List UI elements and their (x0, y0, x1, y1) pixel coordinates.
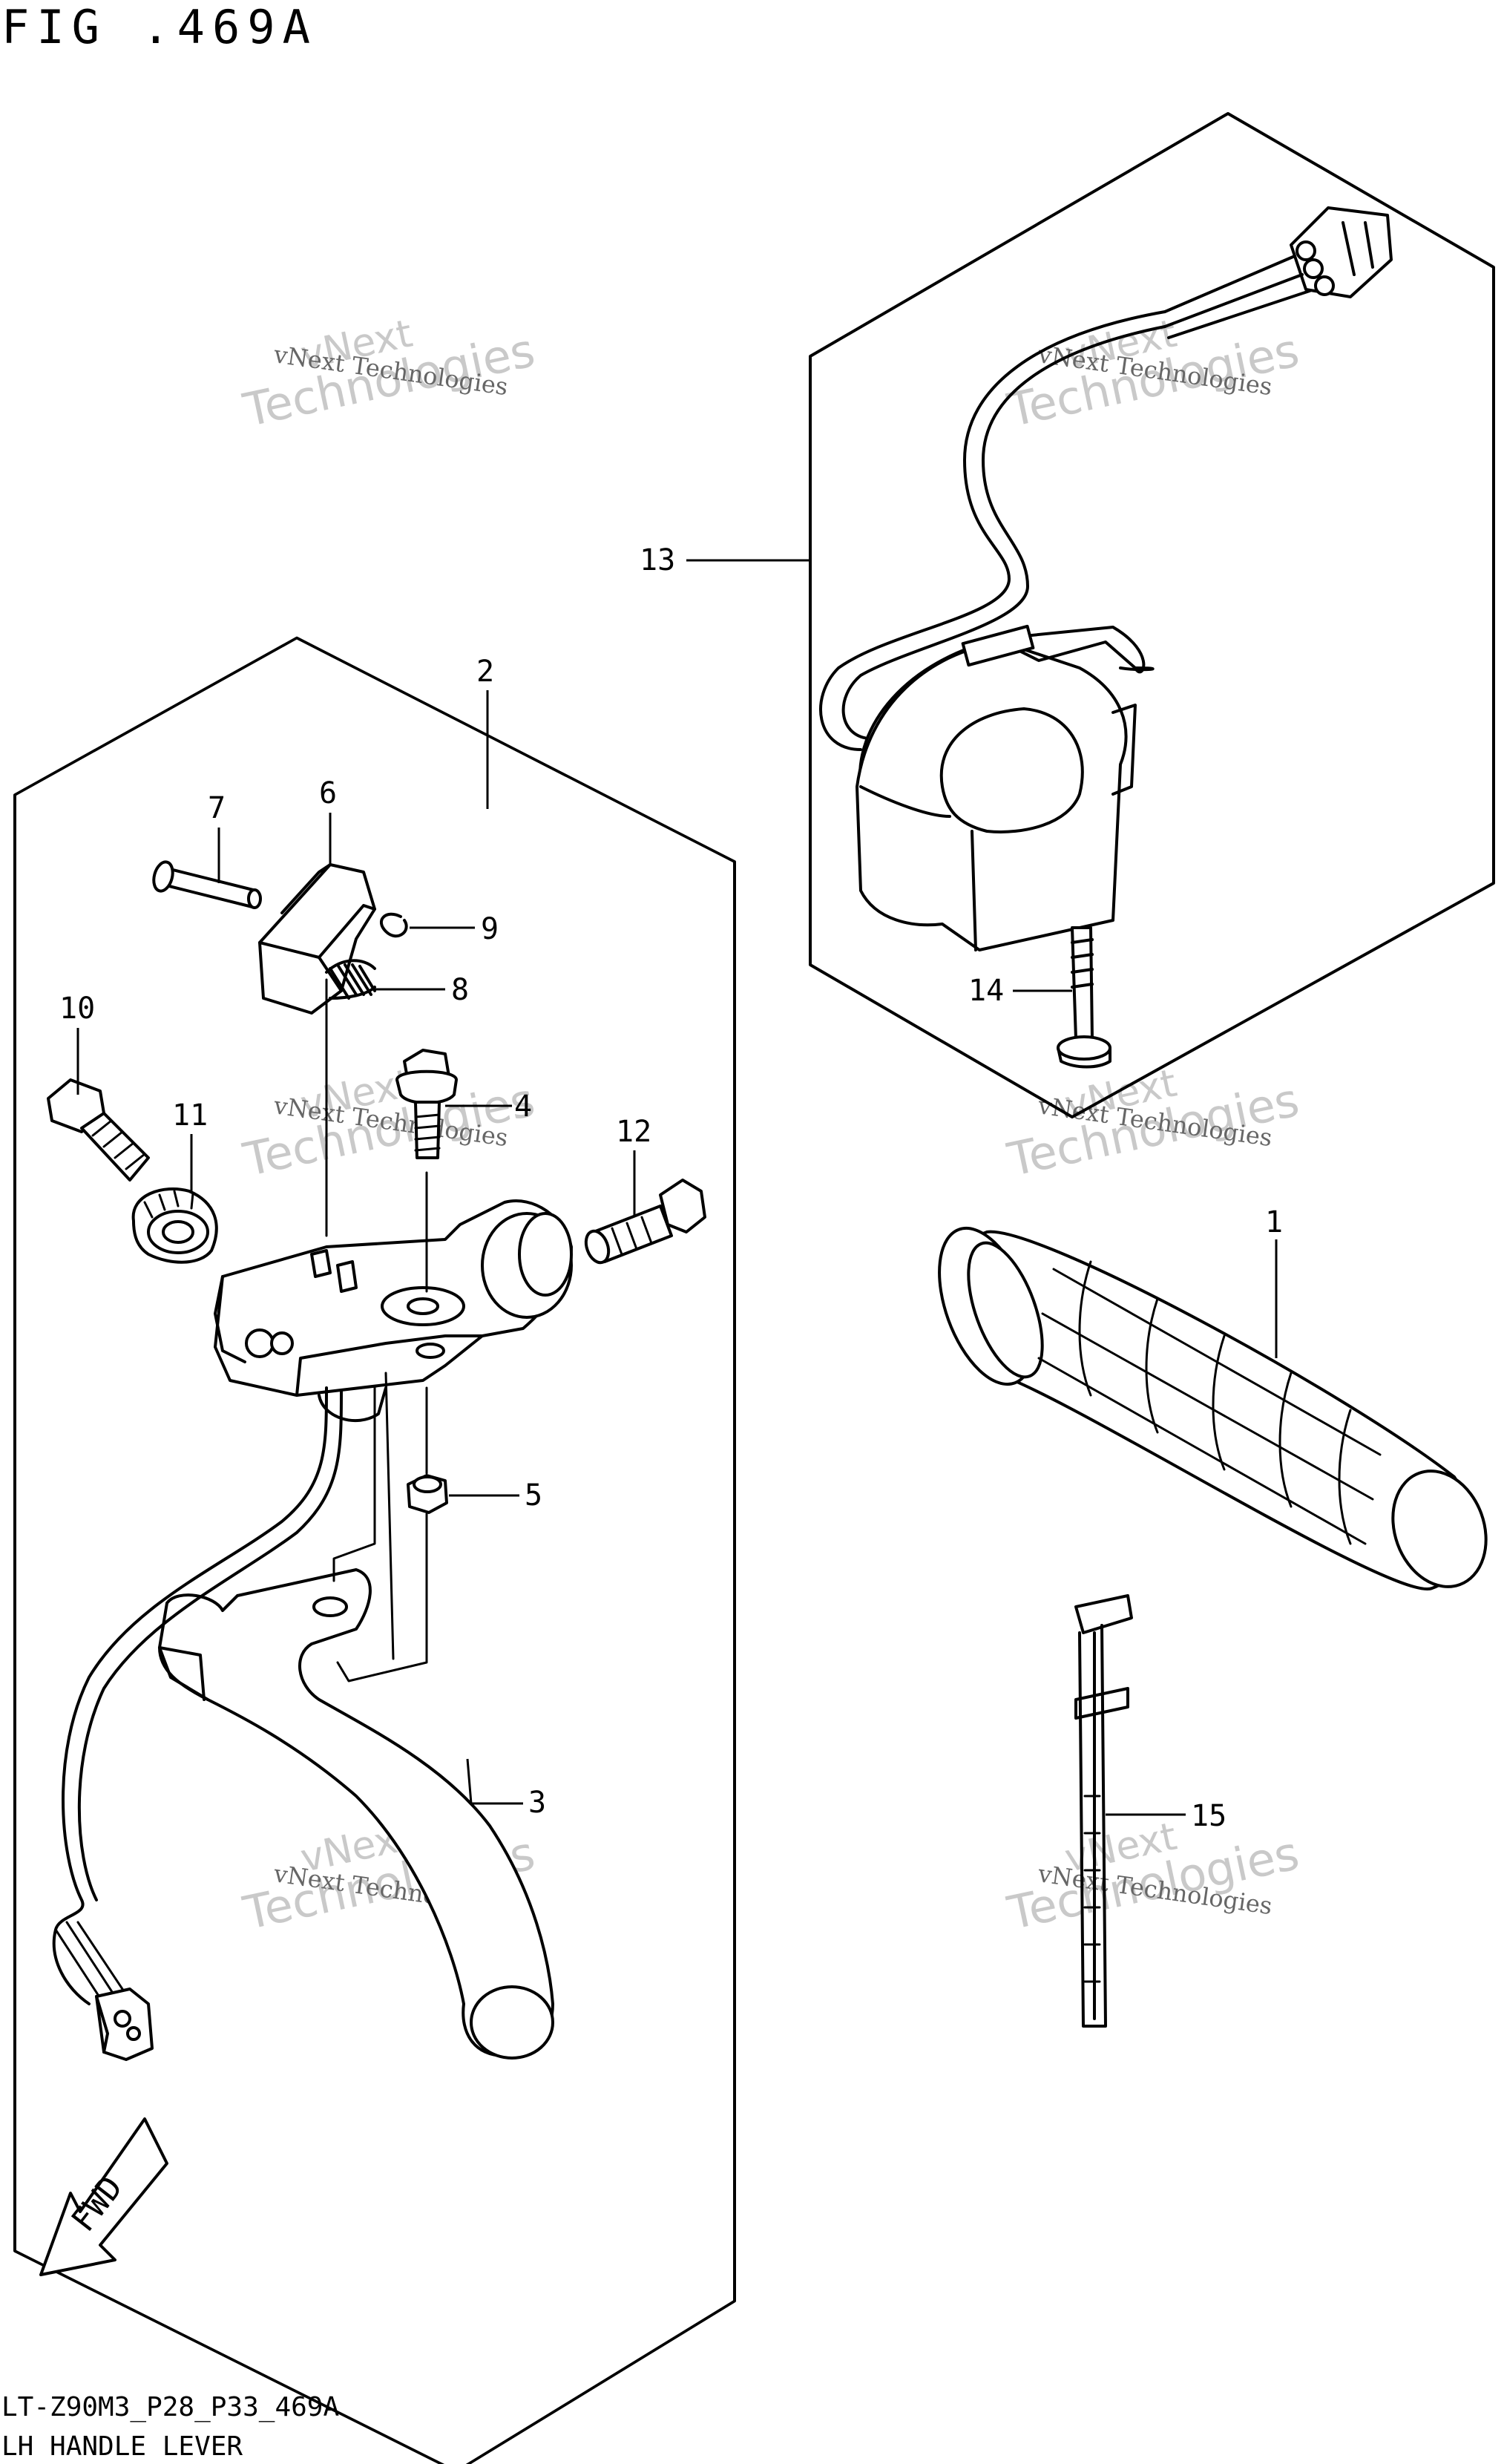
svg-text:7: 7 (208, 791, 226, 825)
clamp-bolt-12 (584, 1179, 706, 1265)
svg-text:9: 9 (481, 912, 499, 946)
svg-text:1: 1 (1265, 1205, 1283, 1239)
callout-14: 14 (968, 974, 1072, 1008)
callout-12: 12 (616, 1115, 651, 1217)
svg-text:13: 13 (640, 543, 675, 577)
callout-4: 4 (445, 1090, 532, 1124)
svg-text:4: 4 (514, 1090, 532, 1124)
callout-13: 13 (640, 543, 810, 577)
svg-text:14: 14 (968, 974, 1004, 1008)
svg-text:11: 11 (172, 1098, 208, 1133)
callout-2: 2 (476, 655, 494, 809)
callout-8: 8 (375, 973, 469, 1007)
clip-9 (380, 912, 408, 938)
handle-grip (938, 1226, 1488, 1590)
handlebar-switch (819, 206, 1393, 951)
clutch-lever-3 (158, 1568, 554, 2060)
assembly-line-adjuster (384, 1372, 395, 1660)
assembly-line-bolt (336, 1171, 428, 1682)
figure-title: FIG .469A (1, 0, 318, 54)
assembly-line-pivot (332, 1386, 376, 1582)
adjuster-screw-10 (47, 1078, 150, 1182)
svg-text:5: 5 (525, 1478, 542, 1513)
svg-text:15: 15 (1191, 1799, 1226, 1833)
pivot-pin-7 (152, 860, 262, 909)
screw-14 (1057, 926, 1111, 1069)
callout-6: 6 (319, 776, 337, 865)
svg-text:8: 8 (451, 973, 469, 1007)
lever-switch-cable (52, 1386, 343, 2061)
svg-text:10: 10 (59, 992, 95, 1026)
locknut-11 (131, 1187, 218, 1264)
callout-10: 10 (59, 992, 95, 1095)
lever-assembly-frame (13, 636, 736, 2464)
nut-5 (407, 1474, 448, 1514)
callout-1: 1 (1265, 1205, 1283, 1358)
callout-15: 15 (1106, 1799, 1226, 1833)
model-code: LT-Z90M3_P28_P33_469A (1, 2392, 339, 2422)
svg-text:3: 3 (528, 1786, 546, 1820)
switch-body-6 (258, 863, 376, 1015)
fwd-arrow-icon: FWD (39, 2117, 168, 2276)
cable-tie (1074, 1594, 1133, 2028)
svg-text:6: 6 (319, 776, 337, 810)
switch-assembly-frame (809, 112, 1495, 1118)
figure-caption: LH HANDLE LEVER (1, 2431, 243, 2462)
callout-5: 5 (449, 1478, 542, 1513)
callout-11: 11 (172, 1098, 208, 1191)
svg-text:2: 2 (476, 655, 494, 689)
bolt-4 (395, 1049, 458, 1159)
callout-7: 7 (208, 791, 226, 883)
svg-text:12: 12 (616, 1115, 651, 1149)
lever-bracket-2 (214, 1199, 573, 1422)
callout-9: 9 (410, 912, 499, 946)
callout-3: 3 (466, 1758, 546, 1820)
spring-8 (325, 959, 376, 1000)
